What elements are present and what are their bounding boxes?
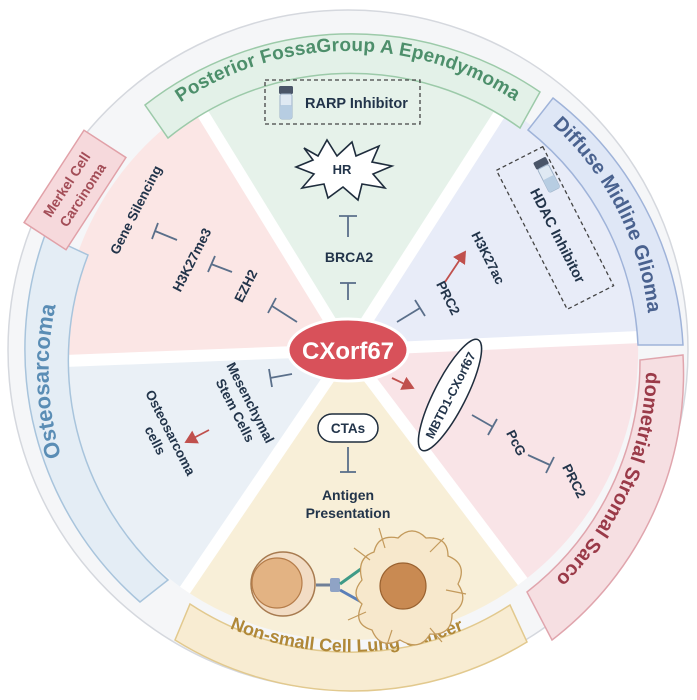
inhibit-fusion-pcg <box>471 414 498 436</box>
pfa-drug-box: RARP Inhibitor <box>264 79 421 125</box>
band-ess <box>526 354 685 642</box>
inhibit-cx-prc2 <box>396 299 426 323</box>
inhibit-cx-ezh2 <box>267 297 298 323</box>
brca2-label: BRCA2 <box>325 249 373 265</box>
hr-burst: HR <box>293 138 395 202</box>
band-pfa <box>143 33 541 140</box>
merkel-tag: Merkel Cell Carcinoma <box>23 129 127 251</box>
inhibit-cx-msc <box>268 368 293 388</box>
ctas-label: CTAs <box>331 421 365 436</box>
hr-label: HR <box>333 162 352 177</box>
vial-icon <box>279 86 293 120</box>
inhibit-ctas-antigen <box>340 447 356 473</box>
inhibit-h3k27me3-silencing <box>151 222 178 241</box>
activate-cx-fusion <box>391 376 415 390</box>
pfa-drug-label: RARP Inhibitor <box>305 96 408 112</box>
center-node <box>286 317 410 383</box>
inhibit-ezh2-h3k27me3 <box>207 255 233 273</box>
ctas-badge: CTAs <box>317 413 379 443</box>
sector-osteo <box>61 350 349 591</box>
antigen-label-1: Antigen <box>322 487 374 503</box>
inhibit-brca2-hr <box>339 215 357 237</box>
activate-msc-osteocells <box>184 429 210 444</box>
band-nsclc <box>174 602 528 692</box>
antigen-label-2: Presentation <box>306 505 391 521</box>
band-dmg <box>526 96 684 346</box>
sector-pfa <box>197 61 505 351</box>
sector-ess <box>348 337 639 582</box>
center-label: CXorf67 <box>302 338 394 365</box>
activate-prc2-h3k27ac <box>444 250 466 283</box>
tumor-cell-illustration <box>347 527 467 649</box>
sector-dmg <box>348 106 638 350</box>
inhibit-pcg-prc2 <box>527 454 555 474</box>
inhibit-cx-brca2 <box>340 282 356 300</box>
vial-icon-dmg <box>533 157 560 193</box>
sector-merkel <box>61 104 348 362</box>
